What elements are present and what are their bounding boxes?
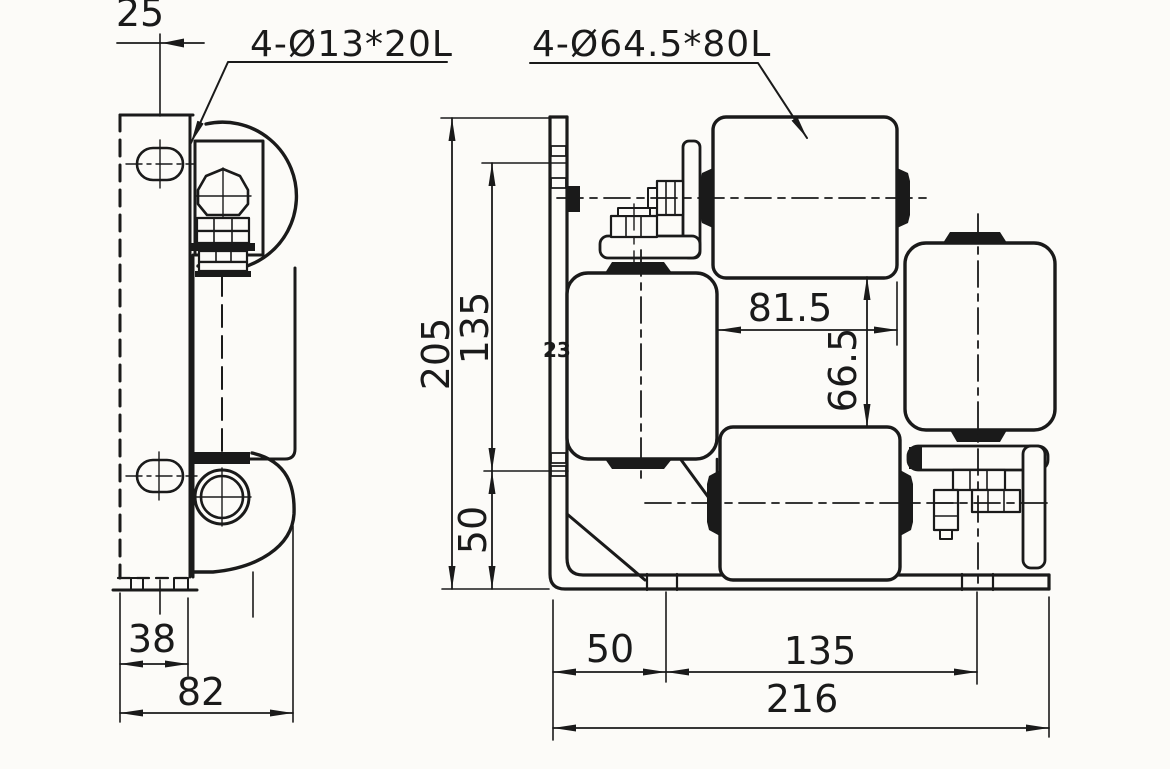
lower-roller-side (191, 451, 296, 618)
front-view (440, 115, 1057, 741)
left-roller (565, 271, 719, 461)
dim-roller-gap-horizontal: 81.5 (748, 286, 833, 330)
washer (191, 243, 255, 251)
dim-base-hole-offset: 50 (586, 627, 634, 671)
dimension-lines (448, 117, 1050, 732)
dim-roller-gap-vertical: 66.5 (821, 328, 865, 413)
leader-bolt-holes (190, 61, 448, 144)
rollers (565, 115, 1057, 582)
extension-lines (440, 117, 1050, 741)
dim-lower-hole-span: 50 (451, 506, 495, 554)
plate-note: 23 (543, 338, 571, 362)
side-view (111, 33, 299, 723)
annotations: 25 4-Ø13*20L 4-Ø64.5*80L 205 135 50 81.5… (116, 0, 865, 721)
gusset-edge (565, 512, 647, 582)
dim-plate-depth: 38 (128, 617, 176, 661)
dim-overall-width: 216 (766, 677, 839, 721)
upper-roller-side (191, 120, 299, 277)
lower-right-angle-bracket (906, 444, 1050, 570)
leader-lines (190, 61, 808, 144)
dim-upper-hole-span: 135 (453, 292, 497, 365)
upper-left-angle-bracket (567, 139, 702, 269)
right-roller (903, 241, 1057, 432)
dim-hole-offset: 25 (116, 0, 164, 35)
dim-overall-depth: 82 (177, 670, 225, 714)
callout-rollers: 4-Ø64.5*80L (532, 24, 771, 65)
plate-hole-marks (550, 145, 995, 592)
callout-bolt-holes: 4-Ø13*20L (250, 24, 453, 65)
mounting-plate-side (111, 113, 199, 592)
centerlines (556, 197, 1055, 591)
side-view-dimensions (116, 33, 294, 723)
dim-overall-height: 205 (414, 318, 458, 391)
dim-base-hole-spacing: 135 (784, 629, 857, 673)
bracket-column-side (191, 253, 297, 579)
leader-rollers (529, 62, 808, 139)
